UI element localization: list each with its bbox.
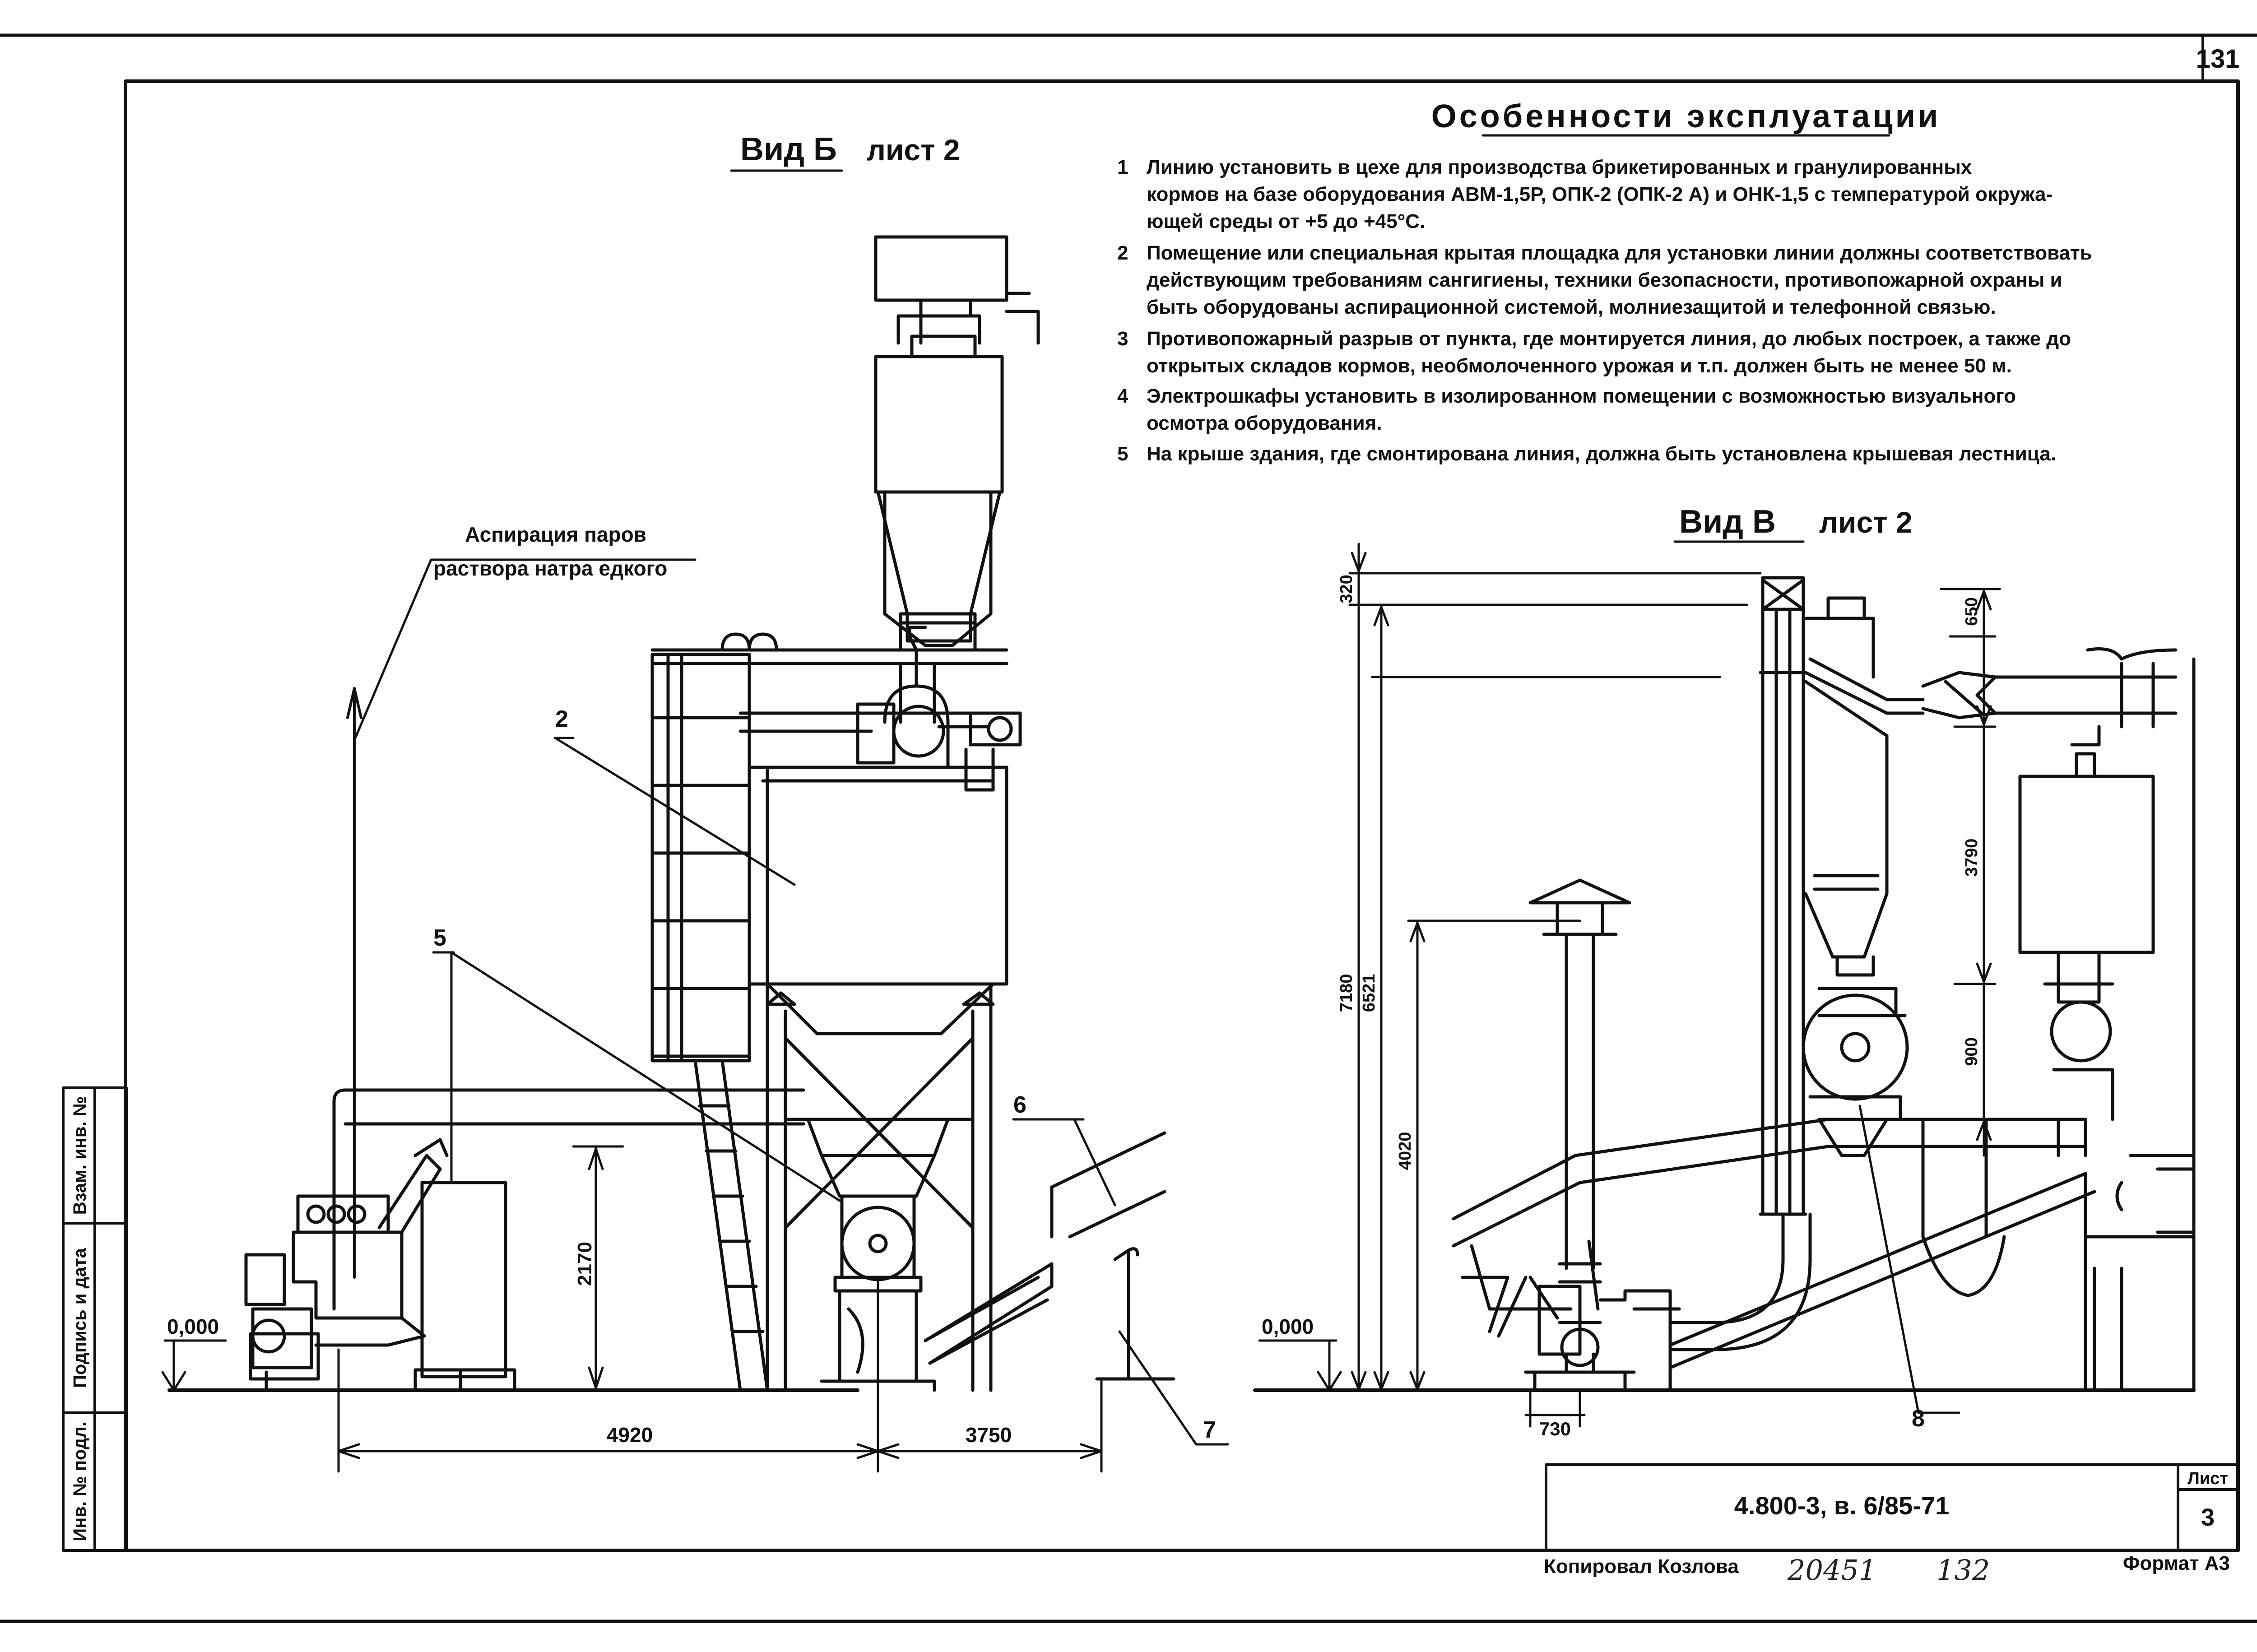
note-1-line-2: кормов на базе оборудования АВМ-1,5Р, ОП…: [1147, 183, 2053, 205]
aspiration-label-2: раствора натра едкого: [433, 557, 667, 580]
handwritten-number-2: 132: [1937, 1554, 1990, 1587]
format-label: Формат А3: [2123, 1552, 2230, 1574]
note-2-number: 2: [1117, 242, 1128, 264]
copied-by: Копировал Козлова: [1544, 1555, 1739, 1578]
callout-2: 2: [555, 706, 568, 732]
note-1-line-3: ющей среды от +5 до +45°С.: [1147, 210, 1425, 232]
note-2-line-1: Помещение или специальная крытая площадк…: [1147, 242, 2092, 264]
note-1-number: 1: [1117, 156, 1128, 178]
view-v-drawing: [1253, 543, 2196, 1428]
dim-7180: 7180: [1337, 974, 1356, 1012]
note-2-line-2: действующим требованиям сангигиены, техн…: [1147, 269, 2062, 291]
view-v-sheet-ref: лист 2: [1819, 506, 1913, 539]
note-4-number: 4: [1117, 385, 1128, 407]
view-b-title: Вид Б: [740, 131, 837, 167]
view-b-sheet-ref: лист 2: [867, 133, 960, 167]
note-2-line-3: быть оборудованы аспирационной системой,…: [1147, 296, 1996, 318]
note-3-line-2: открытых складов кормов, необмолоченного…: [1147, 355, 2012, 377]
note-3-line-1: Противопожарный разрыв от пункта, где мо…: [1147, 328, 2071, 350]
stamp-podpis-data: Подпись и дата: [70, 1248, 90, 1388]
notes-list: 1 Линию установить в цехе для производст…: [1117, 156, 2092, 465]
dim-3790: 3790: [1962, 839, 1981, 877]
view-b-drawing: [161, 235, 1229, 1473]
stamp-inv-podl: Инв. № подл.: [70, 1421, 90, 1541]
notes-title: Особенности эксплуатации: [1431, 98, 1941, 135]
dim-650: 650: [1962, 597, 1981, 626]
title-block: [1545, 1463, 2239, 1552]
note-5-line-1: На крыше здания, где смонтирована линия,…: [1147, 443, 2056, 465]
sheet-number: 3: [2201, 1504, 2215, 1531]
stamp-vzam-inv: Взам. инв. №: [70, 1096, 90, 1215]
page-number: 131: [2196, 44, 2240, 74]
dim-3750: 3750: [966, 1423, 1012, 1447]
note-4-line-2: осмотра оборудования.: [1147, 412, 1382, 434]
dim-320: 320: [1337, 575, 1356, 603]
callout-6: 6: [1013, 1092, 1026, 1118]
dim-2170: 2170: [574, 1242, 596, 1286]
dim-4020: 4020: [1396, 1132, 1415, 1170]
view-v-level-mark: 0,000: [1262, 1315, 1314, 1338]
view-v-title: Вид В: [1679, 504, 1776, 540]
callout-5: 5: [433, 925, 446, 951]
sheet-label: Лист: [2187, 1469, 2228, 1488]
dim-730: 730: [1539, 1418, 1571, 1439]
drawing-designation: 4.800-3, в. 6/85-71: [1734, 1491, 1950, 1520]
note-1-line-1: Линию установить в цехе для производства…: [1147, 156, 1972, 178]
handwritten-number-1: 20451: [1787, 1554, 1876, 1587]
aspiration-label-1: Аспирация паров: [465, 523, 646, 546]
dim-900: 900: [1962, 1037, 1981, 1066]
view-b-level-mark: 0,000: [167, 1315, 219, 1338]
callout-8: 8: [1912, 1406, 1925, 1432]
callout-7: 7: [1203, 1417, 1216, 1443]
dim-4920: 4920: [607, 1423, 653, 1447]
note-4-line-1: Электрошкафы установить в изолированном …: [1147, 385, 2016, 407]
note-3-number: 3: [1117, 328, 1128, 350]
note-5-number: 5: [1117, 443, 1128, 465]
dim-6521: 6521: [1360, 974, 1379, 1012]
drawing-frame: [124, 79, 2240, 1552]
